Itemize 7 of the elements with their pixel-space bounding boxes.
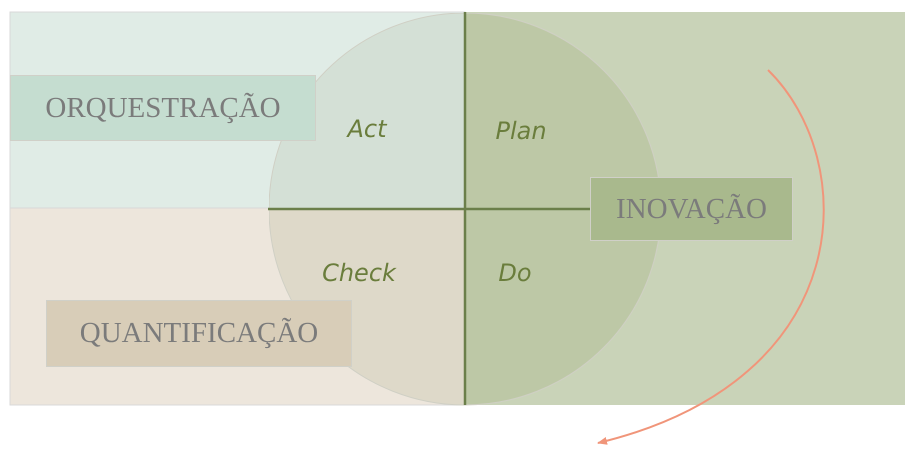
label-box: ORQUESTRAÇÃO bbox=[10, 75, 316, 141]
label-box: QUANTIFICAÇÃO bbox=[46, 300, 352, 367]
quadrant-label: Plan bbox=[495, 117, 547, 145]
label-box: INOVAÇÃO bbox=[590, 177, 793, 241]
quadrant-label: Act bbox=[347, 115, 387, 143]
quadrant-label: Check bbox=[322, 259, 396, 287]
quadrant-label: Do bbox=[498, 259, 532, 287]
